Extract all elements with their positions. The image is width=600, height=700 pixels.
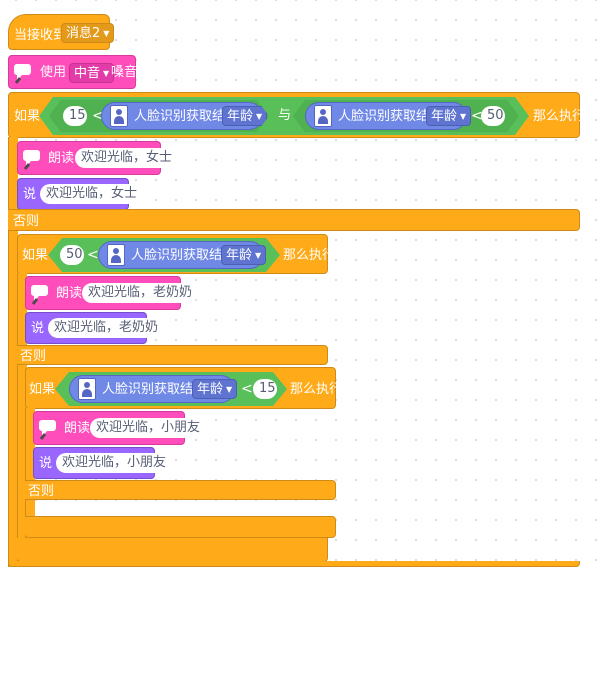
field-dropdown[interactable]: 年龄▼	[192, 379, 237, 399]
chevron-down-icon: ▼	[103, 69, 110, 78]
say-text-input[interactable]: 欢迎光临，小朋友	[56, 453, 173, 473]
field-dropdown[interactable]: 年龄▼	[426, 106, 471, 126]
speaker-icon	[14, 64, 31, 84]
if-outer-footer	[8, 561, 580, 567]
voice-suffix: 嗓音	[111, 65, 138, 80]
face-reporter-block[interactable]: 人脸识别获取结果 年龄▼	[305, 102, 467, 130]
say-block[interactable]: 说 欢迎光临，小朋友	[33, 447, 173, 479]
speaker-icon	[39, 420, 56, 440]
read-label: 朗读	[56, 286, 83, 301]
face-reporter-block[interactable]: 人脸识别获取结果 年龄▼	[69, 375, 235, 403]
face-recognition-icon	[107, 244, 125, 266]
face-recognition-icon	[314, 105, 332, 127]
read-aloud-block[interactable]: 朗读 欢迎光临，小朋友	[33, 411, 207, 445]
voice-prefix: 使用	[40, 65, 67, 80]
face-recognition-icon	[78, 378, 96, 400]
number-input[interactable]: 50	[60, 245, 84, 265]
if-label: 如果	[29, 382, 56, 397]
face-reporter-block[interactable]: 人脸识别获取结果 年龄▼	[101, 102, 263, 130]
if-label: 如果	[14, 109, 41, 124]
then-label: 那么执行	[290, 382, 343, 397]
message-value: 消息2	[66, 26, 101, 41]
field-value: 年龄	[227, 109, 254, 124]
else-label: 否则	[28, 484, 55, 499]
else-label: 否则	[13, 214, 40, 229]
say-label: 说	[39, 456, 53, 471]
field-value: 年龄	[431, 109, 458, 124]
reporter-label: 人脸识别获取结果	[134, 109, 239, 124]
say-block[interactable]: 说 欢迎光临，女士	[17, 178, 144, 210]
chevron-down-icon: ▼	[460, 112, 467, 121]
read-text-input[interactable]: 欢迎光临，老奶奶	[82, 283, 199, 303]
field-dropdown[interactable]: 年龄▼	[221, 245, 266, 265]
say-label: 说	[31, 321, 45, 336]
when-receive-hat-block[interactable]: 当接收到 消息2▼	[8, 14, 115, 50]
face-recognition-icon	[110, 105, 128, 127]
else-label: 否则	[20, 349, 47, 364]
less-than-block[interactable]: 50 < 人脸识别获取结果 年龄▼	[48, 238, 280, 272]
read-label: 朗读	[48, 151, 75, 166]
chevron-down-icon: ▼	[103, 29, 110, 38]
chevron-down-icon: ▼	[255, 251, 262, 260]
then-label: 那么执行	[283, 248, 336, 263]
less-than-operator: <	[241, 381, 253, 397]
speaker-icon	[31, 285, 48, 305]
if-label: 如果	[22, 248, 49, 263]
say-text-input[interactable]: 欢迎光临，女士	[40, 184, 144, 204]
if-middle-footer	[17, 538, 328, 562]
read-label: 朗读	[64, 421, 91, 436]
face-reporter-block[interactable]: 人脸识别获取结果 年龄▼	[98, 241, 264, 269]
if-else-block-outer-arm	[8, 137, 18, 567]
read-text-input[interactable]: 欢迎光临，小朋友	[90, 418, 207, 438]
less-than-block-left[interactable]: 15 < 人脸识别获取结果 年龄▼	[49, 100, 269, 132]
less-than-operator: <	[92, 108, 104, 124]
if-else-block-inner-arm	[25, 408, 35, 538]
chevron-down-icon: ▼	[256, 112, 263, 121]
less-than-operator: <	[87, 247, 99, 263]
field-value: 年龄	[197, 382, 224, 397]
else-bar-outer: 否则	[8, 209, 580, 231]
code-workspace[interactable]: 当接收到 消息2▼ 使用 中音▼ 嗓音 如果 15 < 人脸识别获取结果	[0, 0, 600, 567]
and-label: 与	[278, 108, 292, 123]
then-label: 那么执行	[533, 109, 586, 124]
number-input-right[interactable]: 50	[481, 106, 505, 126]
and-operator-block[interactable]: 15 < 人脸识别获取结果 年龄▼ 与 人脸识别获取结果 年龄▼	[39, 97, 529, 135]
message-dropdown[interactable]: 消息2▼	[61, 23, 115, 43]
else-bar-middle: 否则	[17, 345, 328, 365]
reporter-label: 人脸识别获取结果	[102, 382, 207, 397]
else-bar-inner: 否则	[25, 480, 336, 500]
field-value: 年龄	[226, 248, 253, 263]
read-aloud-block[interactable]: 朗读 欢迎光临，女士	[17, 141, 179, 175]
hat-label: 当接收到	[14, 28, 67, 43]
if-else-block-outer-header[interactable]: 如果 15 < 人脸识别获取结果 年龄▼ 与 人脸识别获取	[8, 92, 585, 138]
voice-value: 中音	[74, 66, 101, 81]
if-inner-footer	[25, 516, 336, 538]
set-voice-block[interactable]: 使用 中音▼ 嗓音	[8, 55, 138, 89]
number-input[interactable]: 15	[253, 379, 277, 399]
say-block[interactable]: 说 欢迎光临，老奶奶	[25, 312, 165, 344]
empty-else-slot[interactable]	[35, 502, 75, 516]
voice-dropdown[interactable]: 中音▼	[69, 63, 115, 83]
read-text-input[interactable]: 欢迎光临，女士	[75, 148, 179, 168]
if-else-block-inner-header[interactable]: 如果 人脸识别获取结果 年龄▼ < 15 那么执行	[25, 367, 342, 409]
field-dropdown[interactable]: 年龄▼	[222, 106, 267, 126]
say-label: 说	[23, 187, 37, 202]
reporter-label: 人脸识别获取结果	[131, 248, 236, 263]
speaker-icon	[23, 150, 40, 170]
less-than-block-right[interactable]: 人脸识别获取结果 年龄▼ < 50	[293, 100, 519, 132]
if-else-block-middle-header[interactable]: 如果 50 < 人脸识别获取结果 年龄▼ 那么执行	[17, 234, 335, 274]
number-input-left[interactable]: 15	[63, 106, 87, 126]
read-aloud-block[interactable]: 朗读 欢迎光临，老奶奶	[25, 276, 199, 310]
less-than-block[interactable]: 人脸识别获取结果 年龄▼ < 15	[55, 372, 287, 406]
chevron-down-icon: ▼	[226, 385, 233, 394]
less-than-operator: <	[471, 108, 483, 124]
if-else-block-middle-arm	[17, 273, 27, 563]
reporter-label: 人脸识别获取结果	[338, 109, 443, 124]
say-text-input[interactable]: 欢迎光临，老奶奶	[48, 318, 165, 338]
